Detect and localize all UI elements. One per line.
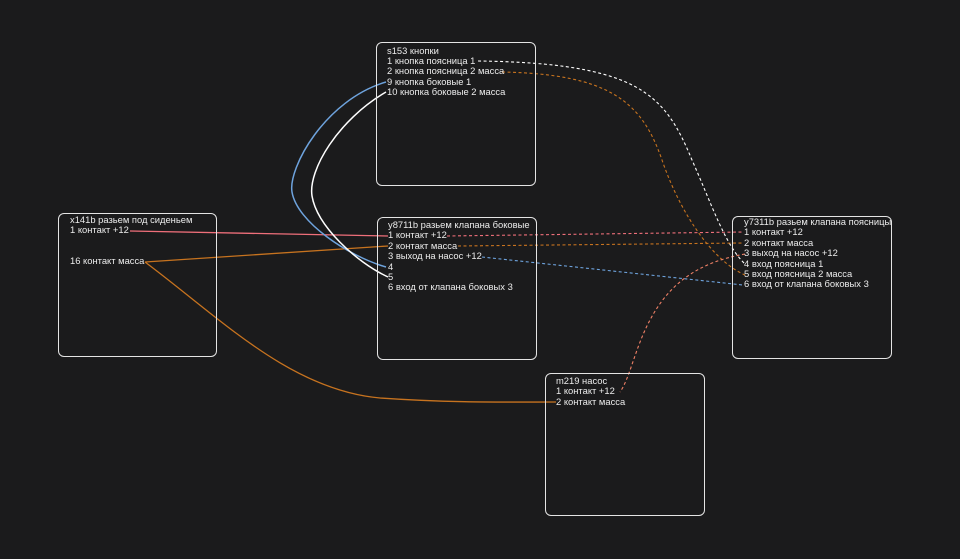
box-s153[interactable]	[376, 42, 536, 186]
box-x141b[interactable]	[58, 213, 217, 357]
pin-x141b-1: 1 контакт +12	[70, 224, 129, 235]
pin-y7311b-3: 3 выход на насос +12	[744, 247, 838, 258]
box-y7311b[interactable]	[732, 216, 892, 359]
pin-y7311b-5: 5 вход поясница 2 масса	[744, 268, 853, 279]
pin-y8711b-1: 1 контакт +12	[388, 229, 447, 240]
box-y8711b-title: y8711b разьем клапана боковые	[388, 219, 530, 230]
pin-x141b-16: 16 контакт масса	[70, 255, 145, 266]
pin-y8711b-4: 4	[388, 261, 394, 272]
box-x141b-title: x141b разьем под сиденьем	[70, 214, 193, 225]
pin-y8711b-6: 6 вход от клапана боковых 3	[388, 281, 513, 292]
pin-y8711b-2: 2 контакт масса	[388, 240, 458, 251]
pin-y7311b-4: 4 вход поясница 1	[744, 258, 824, 269]
pin-s153-2: 2 кнопка поясница 2 масса	[387, 65, 505, 76]
pin-m219-2: 2 контакт масса	[556, 396, 626, 407]
box-m219-title: m219 насос	[556, 375, 608, 386]
pin-y8711b-5: 5	[388, 271, 394, 282]
pin-y7311b-2: 2 контакт масса	[744, 237, 814, 248]
pin-y7311b-1: 1 контакт +12	[744, 226, 803, 237]
box-s153-title: s153 кнопки	[387, 45, 439, 56]
wire-s153-9-to-y8711b4	[291, 81, 387, 268]
box-m219[interactable]	[545, 373, 705, 516]
wire-y7311b3-to-m219-1	[619, 253, 746, 393]
pin-s153-10: 10 кнопка боковые 2 масса	[387, 86, 506, 97]
pin-y7311b-6: 6 вход от клапана боковых 3	[744, 278, 869, 289]
pin-y8711b-3: 3 выход на насос +12	[388, 250, 482, 261]
box-y8711b[interactable]	[377, 217, 537, 360]
pin-s153-1: 1 кнопка поясница 1	[387, 55, 476, 66]
box-y7311b-title: y7311b разьем клапана поясницы	[744, 216, 892, 227]
pin-m219-1: 1 контакт +12	[556, 385, 615, 396]
pin-s153-9: 9 кнопка боковые 1	[387, 76, 472, 87]
wire-s153-2-to-y7311b5	[501, 71, 746, 276]
